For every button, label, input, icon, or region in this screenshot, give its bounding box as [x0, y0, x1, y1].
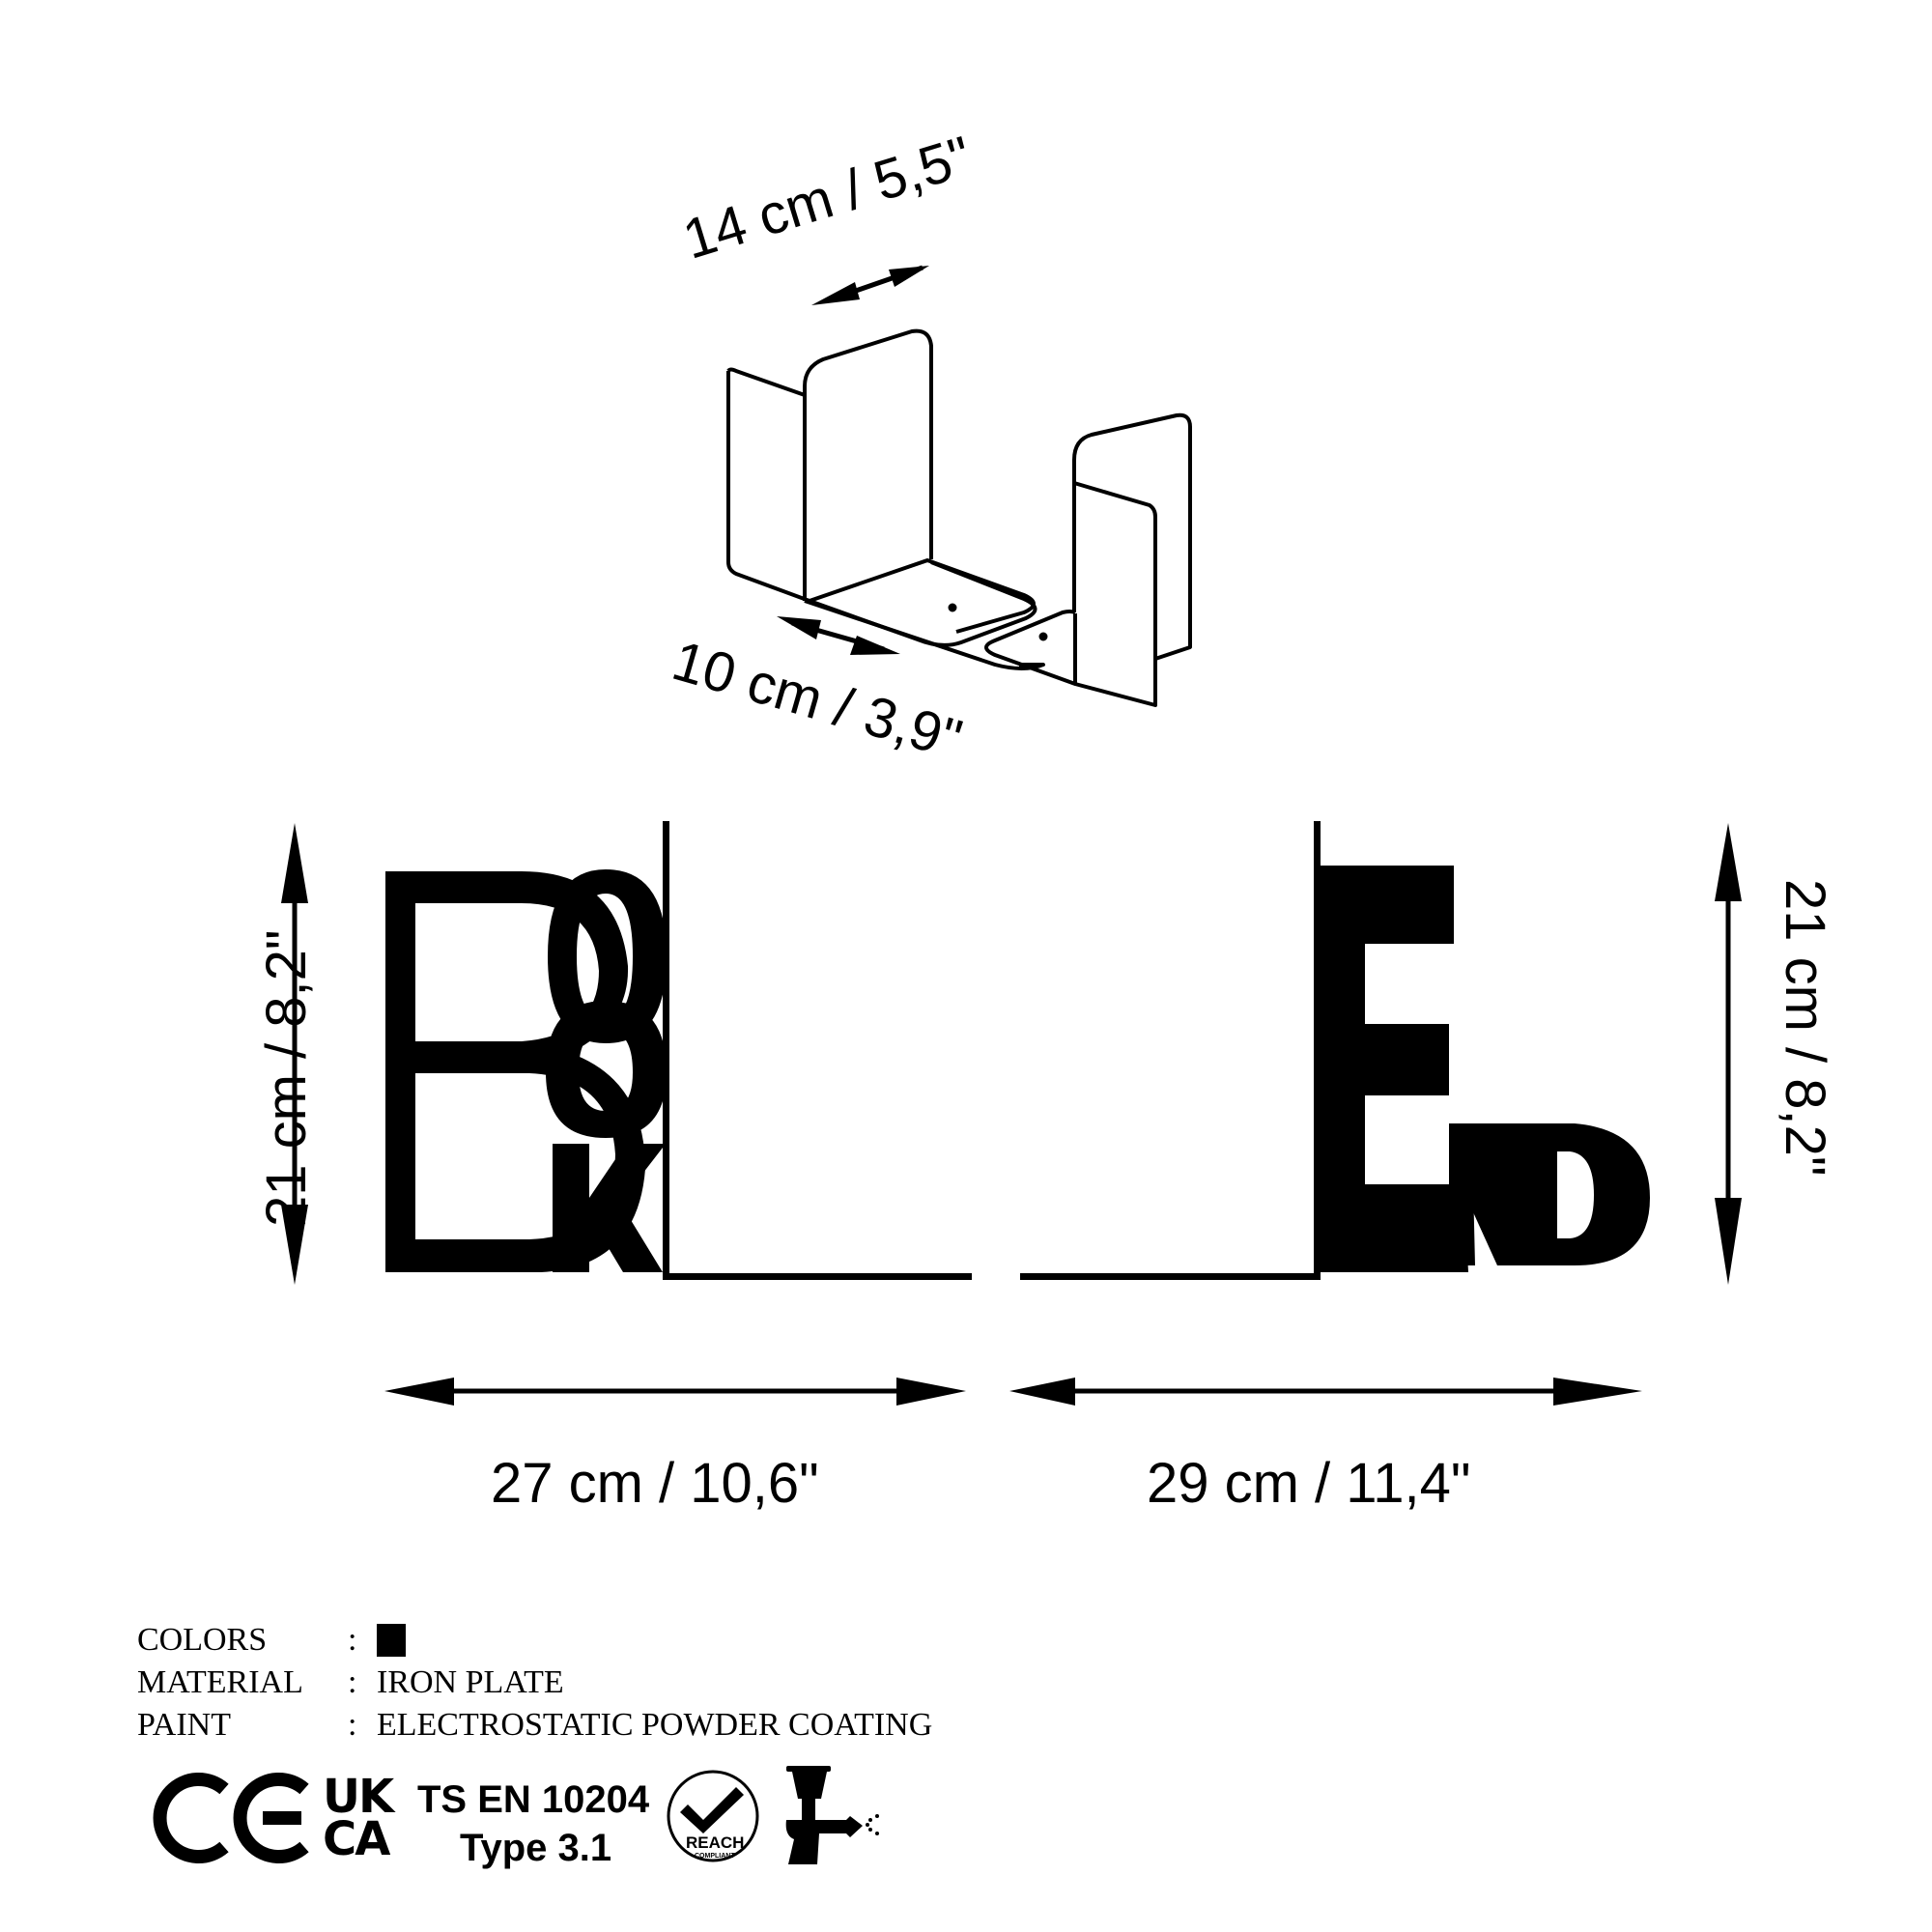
spec-row-material: MATERIAL : IRON PLATE: [137, 1662, 932, 1704]
ce-mark-icon: [153, 1773, 309, 1863]
reach-compliant-icon: [667, 1770, 759, 1862]
end-bookend: [1020, 821, 1650, 1280]
ukca-mark-icon: UK CA: [323, 1770, 394, 1866]
spray-gun-icon: [785, 1766, 879, 1864]
height-right-label: 21 cm / 8,2": [1774, 879, 1836, 1177]
spec-colon: :: [348, 1622, 357, 1658]
spec-row-colors: COLORS :: [137, 1619, 932, 1662]
width-right-label: 29 cm / 11,4": [1147, 1452, 1471, 1515]
bookend-3d-right: [984, 412, 1192, 707]
spec-key: PAINT: [137, 1707, 231, 1743]
spec-row-paint: PAINT : ELECTROSTATIC POWDER COATING: [137, 1704, 932, 1747]
ukca-top: UK: [323, 1770, 394, 1824]
spec-value: ELECTROSTATIC POWDER COATING: [377, 1707, 933, 1743]
spec-colon: :: [348, 1664, 357, 1700]
ukca-bottom: CA: [323, 1812, 390, 1866]
spec-table: COLORS : MATERIAL : IRON PLATE PAINT : E…: [137, 1619, 932, 1747]
width-3d-arrow: [811, 265, 929, 305]
color-swatch-black: [377, 1624, 406, 1657]
depth-3d-arrow: [777, 616, 900, 655]
reach-sub-label: COMPLIANT: [695, 1853, 735, 1860]
height-right-arrow: [1715, 823, 1742, 1285]
spec-key: MATERIAL: [137, 1664, 303, 1700]
ts-en-line1: TS EN 10204: [417, 1778, 650, 1821]
reach-label: REACH: [686, 1833, 745, 1852]
book-bookend: [385, 821, 972, 1280]
spec-value: IRON PLATE: [377, 1664, 564, 1700]
ts-en-line2: Type 3.1: [460, 1827, 612, 1869]
height-left-arrow: [281, 823, 308, 1285]
spec-colon: :: [348, 1707, 357, 1743]
spec-key: COLORS: [137, 1622, 268, 1658]
bookend-3d-left-base: [809, 560, 1037, 647]
width-left-label: 27 cm / 10,6": [491, 1452, 819, 1515]
height-left-label: 21 cm / 8,2": [255, 929, 318, 1227]
width-left-arrow: [384, 1378, 966, 1406]
bookend-3d-left: [726, 328, 1045, 670]
width-right-arrow: [1009, 1378, 1642, 1406]
